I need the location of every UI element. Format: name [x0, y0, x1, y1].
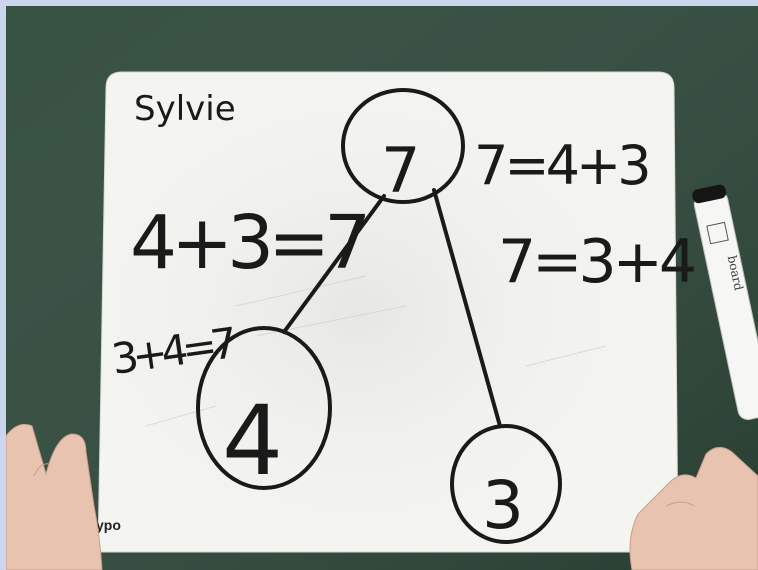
fact-two: 7=3+4 [498, 227, 694, 297]
whole-number: 7 [381, 134, 420, 207]
right-part-circle [450, 424, 562, 544]
whiteboard-marker: board [692, 184, 758, 421]
left-part-number: 4 [222, 385, 283, 497]
whole-circle [341, 88, 465, 204]
number-bond-diagram [196, 88, 562, 544]
brand-logo: ypo [96, 517, 121, 533]
bond-line-left [282, 194, 386, 334]
fact-one: 7=4+3 [474, 134, 648, 197]
bond-line-right [432, 188, 502, 428]
left-part-circle [196, 326, 332, 490]
whiteboard-photo: Sylvie 7 4 3 4+3=7 3+4=7 7=4+3 7=3+4 ypo [6, 6, 758, 570]
equation-top: 4+3=7 [130, 200, 365, 286]
left-hand [6, 423, 103, 570]
right-part-number: 3 [482, 467, 524, 544]
marker-cap [692, 184, 727, 204]
marker-logo-box [706, 221, 729, 245]
right-hand [629, 447, 758, 570]
name-label: Sylvie [134, 89, 236, 129]
photo-frame: Sylvie 7 4 3 4+3=7 3+4=7 7=4+3 7=3+4 ypo [6, 6, 758, 570]
